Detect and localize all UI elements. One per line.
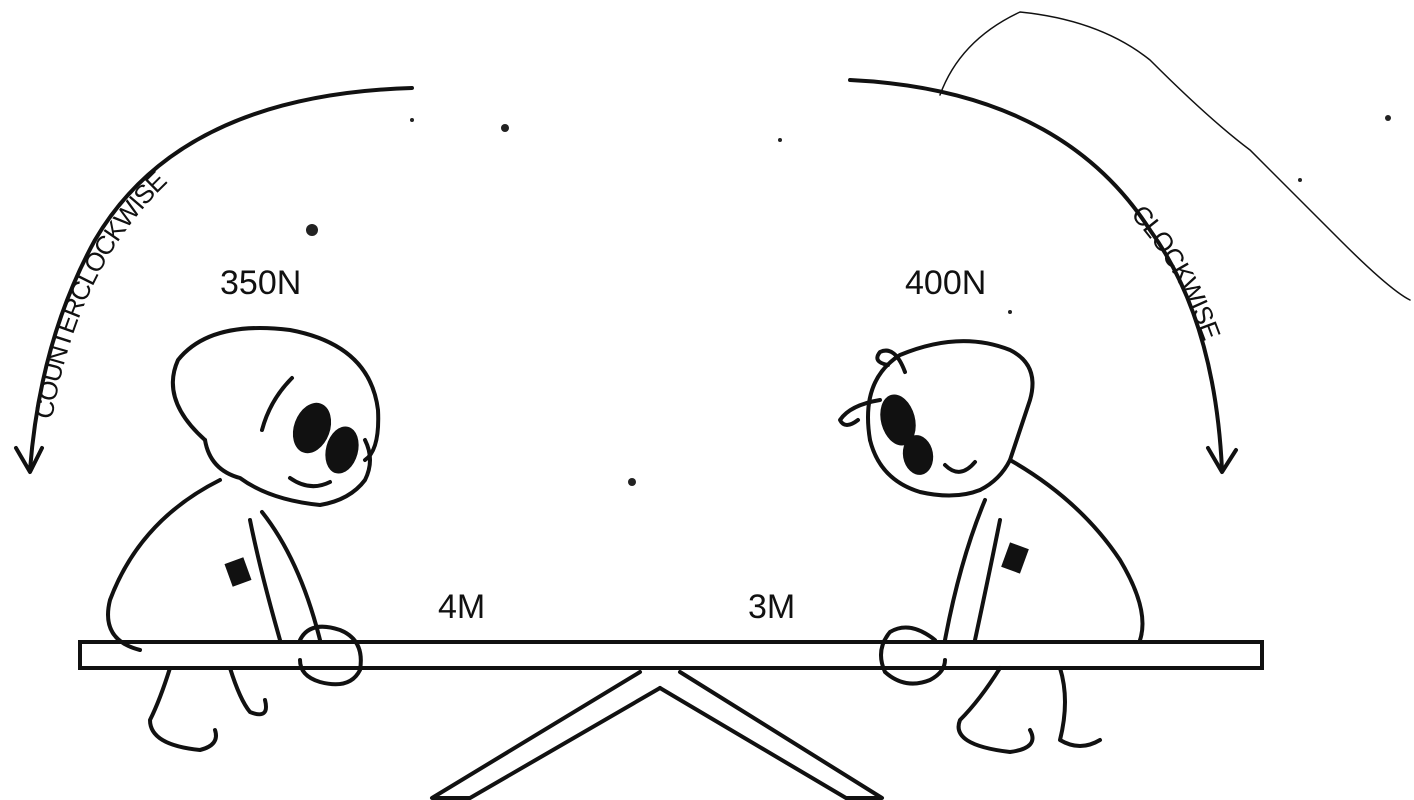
left-weight-label: 350N <box>220 264 301 302</box>
counterclockwise-arrow <box>14 86 414 474</box>
clockwise-label: CLOCKWISE <box>1126 199 1227 344</box>
right-weight-label: 400N <box>905 264 986 302</box>
right-distance-label: 3M <box>748 588 795 626</box>
left-distance-label: 4M <box>438 588 485 626</box>
counterclockwise-label: COUNTERCLOCKWISE <box>28 165 172 421</box>
scan-specks <box>306 115 1391 486</box>
clockwise-arrow <box>848 78 1238 474</box>
clockwise-label-text: CLOCKWISE <box>1126 199 1228 344</box>
pencil-scribble <box>939 11 1411 301</box>
seesaw-plank <box>78 640 1264 670</box>
counterclockwise-label-text: COUNTERCLOCKWISE <box>28 165 173 421</box>
fulcrum <box>430 670 884 800</box>
left-child-figure <box>106 326 381 752</box>
right-child-figure <box>838 339 1145 754</box>
